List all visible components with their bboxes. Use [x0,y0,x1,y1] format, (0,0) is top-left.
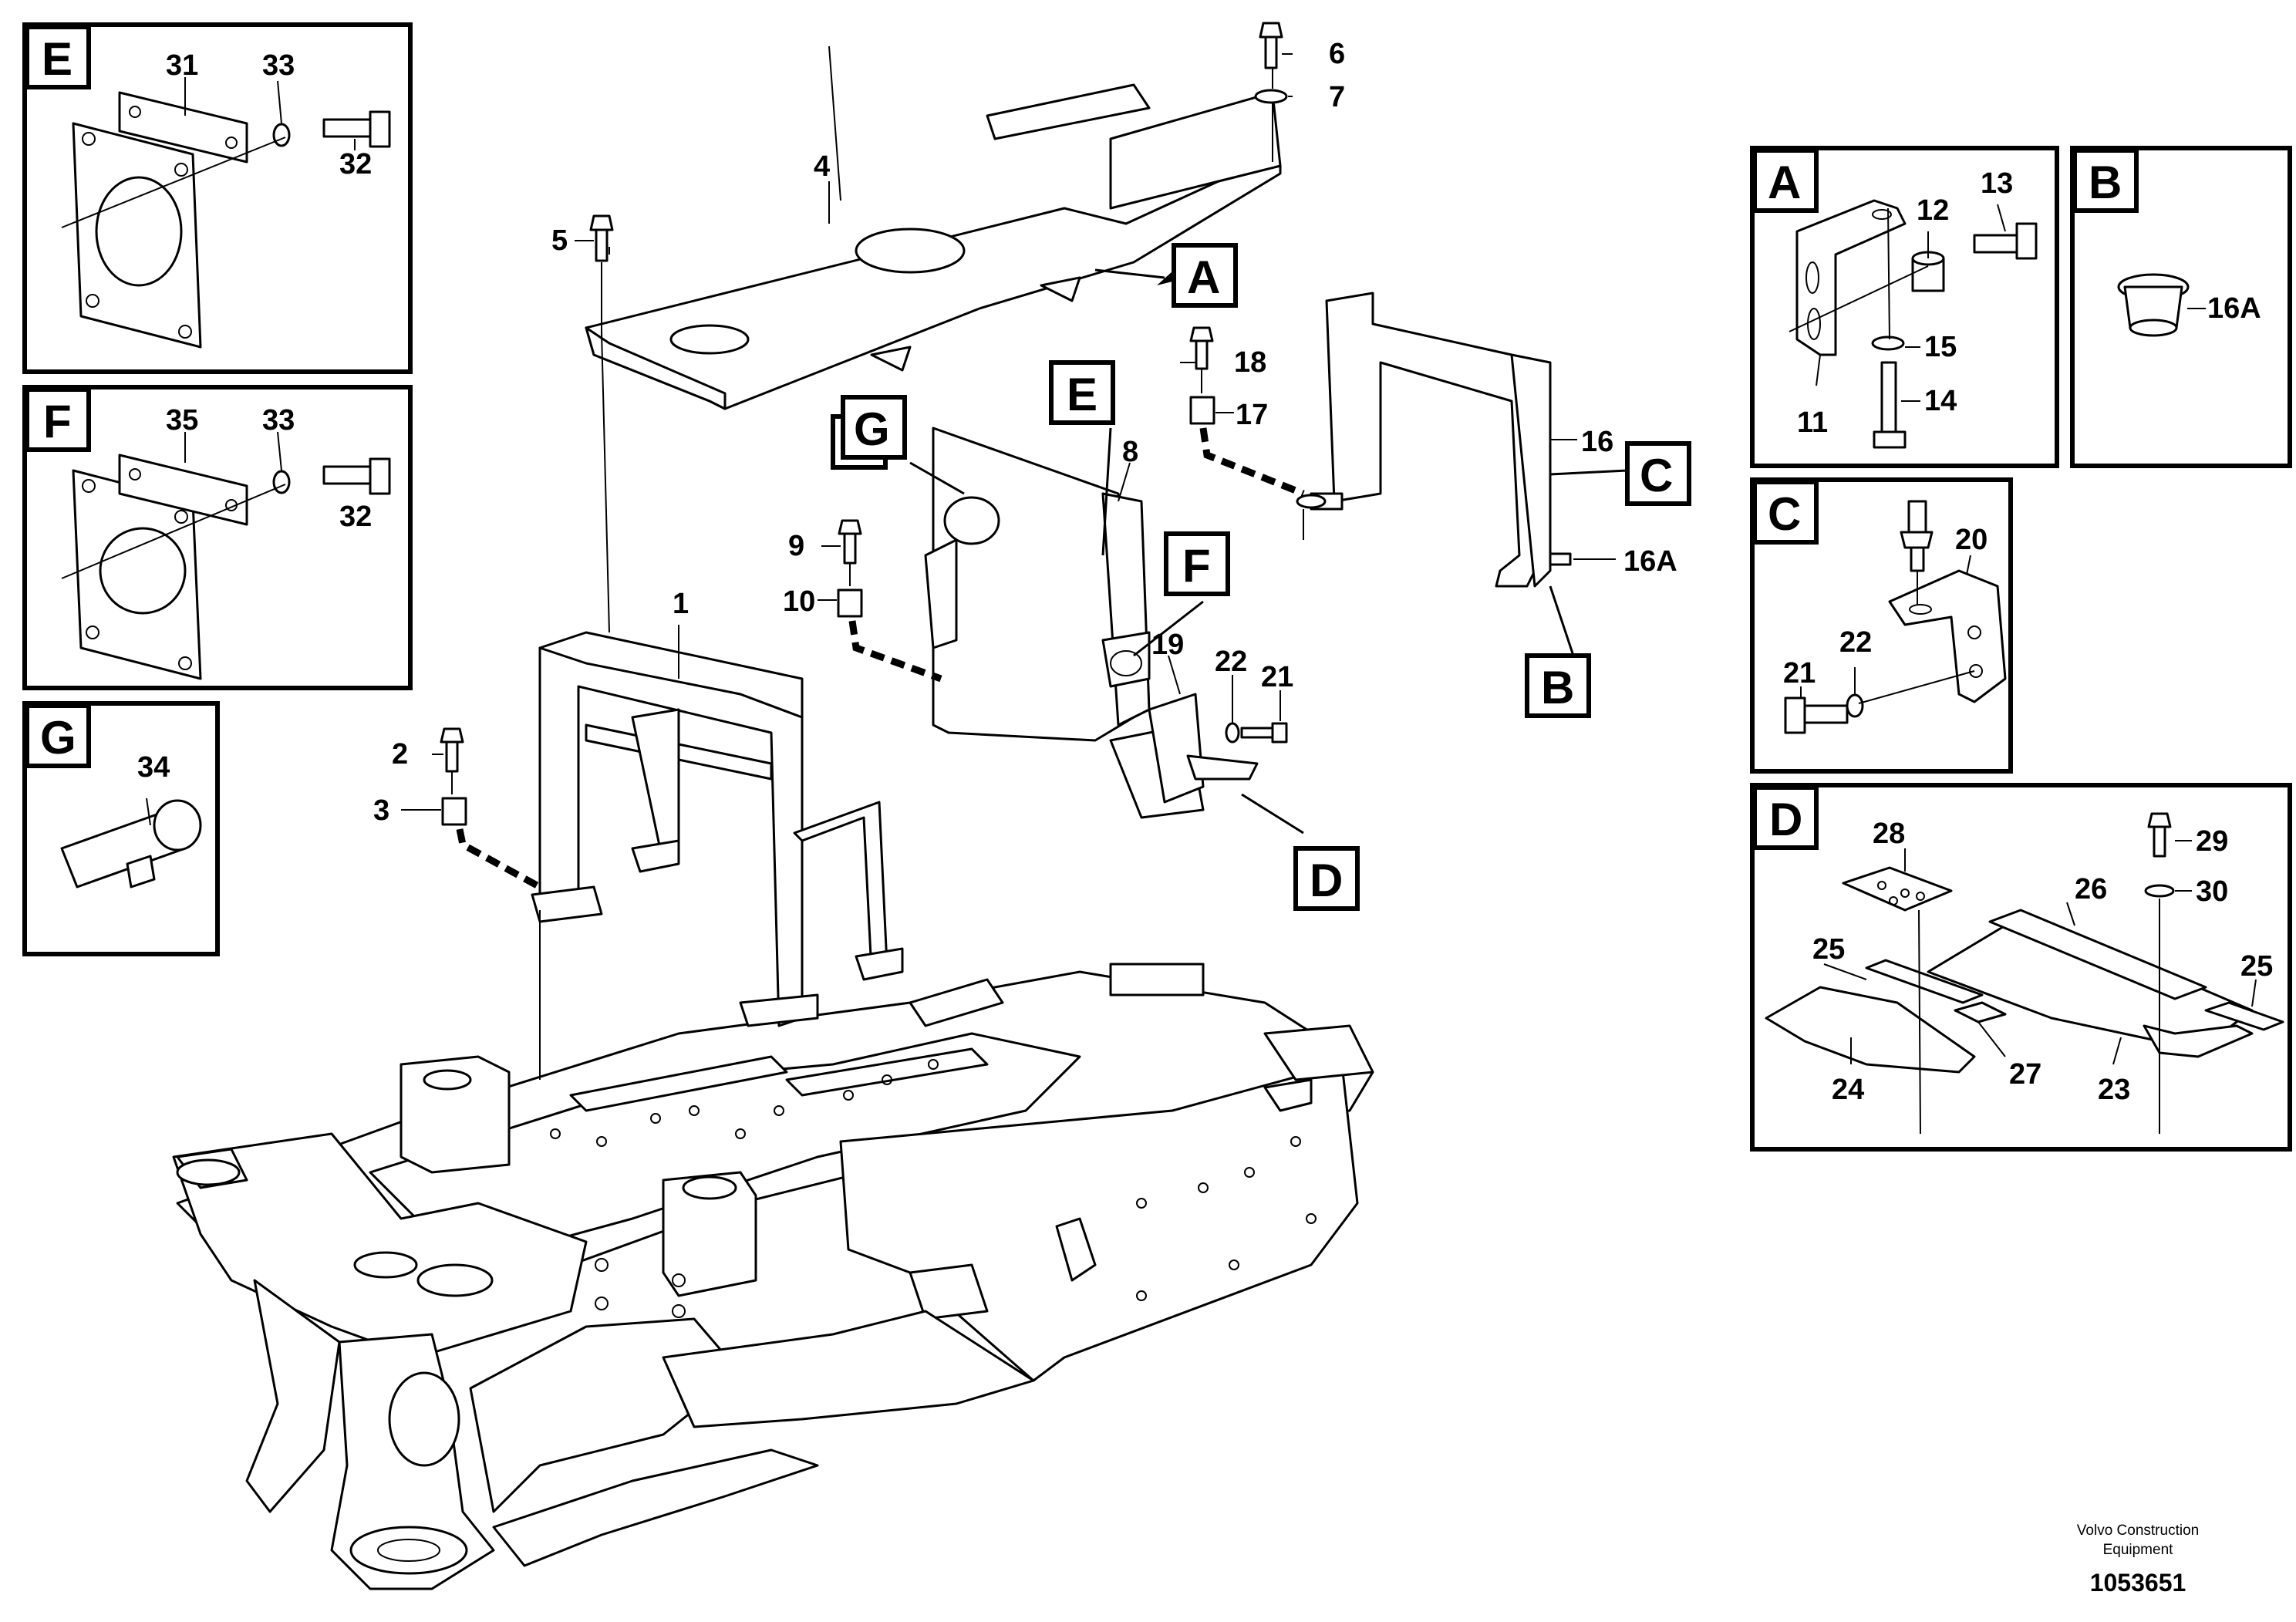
detail-E-letter: E [42,33,72,85]
callout-16a: 16A [1623,545,1677,578]
callout-7: 7 [1329,81,1345,113]
detail-A-14: 14 [1924,385,1957,417]
detail-panel-F: F 35 33 32 [22,385,413,690]
view-letter-boxes: A E G F C B D [831,243,1691,911]
detail-D-28: 28 [1873,818,1905,850]
detail-E-31: 31 [166,49,198,82]
part-1-frame [531,631,904,1027]
detail-D-30: 30 [2196,875,2228,908]
detail-A-13: 13 [1981,167,2013,200]
footer: Volvo Construction Equipment 1053651 [2077,1523,2199,1597]
part-8-side-panel [924,427,1205,819]
detail-B-16a: 16A [2207,292,2261,325]
main-frame-drawing [172,963,1374,1590]
detail-D-23: 23 [2098,1074,2130,1106]
view-letter-F: F [1182,540,1211,592]
install-paths [456,427,1305,890]
detail-F-35: 35 [166,404,198,437]
part-16-bracket [1296,292,1552,588]
callout-17: 17 [1236,399,1268,431]
callout-2: 2 [392,738,408,771]
detail-G-34: 34 [137,751,170,784]
detail-D-25-left: 25 [1812,933,1845,966]
detail-panel-D: D 28 29 30 26 25 25 [1750,783,2292,1152]
detail-A-letter: A [1768,157,1801,208]
callout-numbers: 1 2 3 4 5 6 7 8 9 10 16 16A 17 18 19 22 … [373,38,1677,827]
callout-22-main: 22 [1215,646,1247,678]
detail-panel-C: C 20 22 21 [1750,477,2013,774]
detail-D-letter: D [1769,794,1802,845]
detail-F-32: 32 [339,501,372,533]
detail-A-15: 15 [1924,331,1957,363]
detail-C-letter: C [1768,488,1801,540]
detail-G-letter: G [40,712,76,764]
callout-6: 6 [1329,38,1345,70]
callout-21-main: 21 [1261,661,1293,693]
callout-5: 5 [551,224,568,257]
callout-1: 1 [673,588,689,620]
callout-3: 3 [373,794,389,827]
detail-D-26: 26 [2075,873,2107,905]
company-line-1: Volvo Construction [2077,1523,2199,1539]
part-4-floor-plate [585,83,1282,410]
detail-A-11: 11 [1797,406,1828,439]
detail-D-25-right: 25 [2240,950,2273,983]
detail-E-33: 33 [262,49,295,82]
callout-18: 18 [1234,346,1266,379]
company-line-2: Equipment [2103,1542,2174,1558]
detail-C-22: 22 [1839,626,1872,659]
detail-F-letter: F [43,396,72,447]
callout-10: 10 [783,585,815,618]
callout-8: 8 [1122,436,1138,468]
detail-panel-B: B 16A [2070,146,2292,468]
view-letter-C: C [1640,450,1673,501]
fasteners [440,22,1572,826]
detail-E-32: 32 [339,148,372,180]
view-letter-A: A [1187,251,1220,303]
detail-A-12: 12 [1917,194,1949,227]
view-letter-E: E [1067,369,1097,420]
detail-D-24: 24 [1832,1074,1864,1106]
view-letter-G: G [854,403,890,455]
callout-16: 16 [1581,426,1613,458]
detail-D-27: 27 [2009,1058,2041,1091]
view-letter-D: D [1310,855,1343,906]
detail-D-29: 29 [2196,825,2228,858]
detail-C-21: 21 [1783,657,1816,690]
callout-4: 4 [814,150,830,183]
view-letter-B: B [1541,662,1574,713]
detail-F-33: 33 [262,404,295,437]
document-number: 1053651 [2090,1569,2186,1597]
callout-19: 19 [1151,629,1184,661]
detail-panel-E: E 31 33 32 [22,22,413,374]
detail-C-20: 20 [1955,524,1988,556]
detail-panel-A: A 12 13 15 14 11 [1750,146,2059,468]
detail-B-letter: B [2089,157,2122,208]
detail-panel-G: G 34 [22,701,220,956]
callout-9: 9 [788,530,804,562]
